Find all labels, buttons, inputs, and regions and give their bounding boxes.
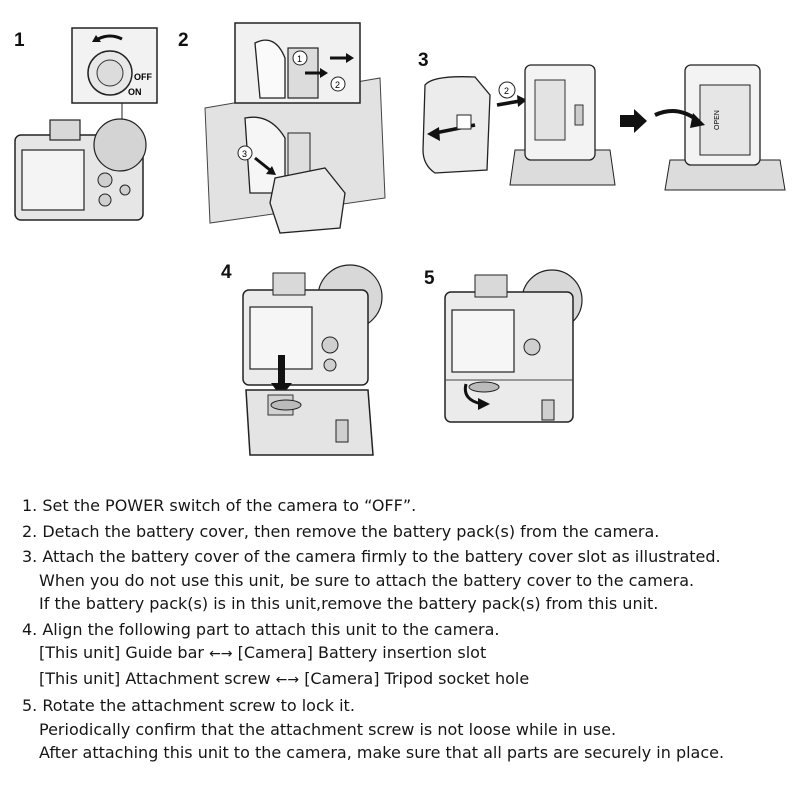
switch-off-label: OFF bbox=[134, 72, 152, 82]
step-5-number: 5 bbox=[424, 268, 435, 289]
switch-on-label: ON bbox=[128, 87, 142, 97]
instructions-list: 1. Set the POWER switch of the camera to… bbox=[22, 494, 794, 767]
step2-callout-1: 1 bbox=[297, 54, 302, 64]
pair-1-left: [This unit] Guide bar bbox=[39, 643, 204, 662]
pair-2-right: [Camera] Tripod socket hole bbox=[304, 668, 530, 688]
instruction-3-line-3: If the battery pack(s) is in this unit,r… bbox=[39, 594, 659, 613]
step-2-illustration: 1 2 3 bbox=[200, 18, 390, 238]
instruction-3-line-2: When you do not use this unit, be sure t… bbox=[39, 570, 695, 590]
pair-2-left: [This unit] Attachment screw bbox=[39, 668, 271, 688]
alignment-pair-1: [This unit] Guide bar ←→ [Camera] Batter… bbox=[22, 641, 794, 667]
instruction-5-line-3: After attaching this unit to the camera,… bbox=[39, 743, 725, 762]
pair-1-arrow: ←→ bbox=[209, 646, 233, 662]
instruction-4-line-1: 4. Align the following part to attach th… bbox=[22, 619, 500, 639]
step2-callout-3: 3 bbox=[242, 149, 247, 159]
step-3-number: 3 bbox=[418, 50, 429, 71]
step-5-illustration bbox=[440, 262, 590, 432]
instruction-5-line-2: Periodically confirm that the attachment… bbox=[39, 719, 617, 739]
instruction-2: 2. Detach the battery cover, then remove… bbox=[22, 520, 794, 544]
instruction-1-line-1: 1. Set the POWER switch of the camera to… bbox=[22, 496, 417, 515]
step3-cover-text: OPEN bbox=[714, 110, 721, 130]
instruction-4: 4. Align the following part to attach th… bbox=[22, 618, 794, 693]
step-4-number: 4 bbox=[221, 262, 232, 283]
step3-callout-2: 2 bbox=[504, 86, 509, 96]
step-2-number: 2 bbox=[178, 30, 189, 51]
step2-callout-2: 2 bbox=[335, 80, 340, 90]
step-4-illustration bbox=[238, 255, 388, 460]
pair-1-right: [Camera] Battery insertion slot bbox=[237, 643, 487, 662]
instruction-5: 5. Rotate the attachment screw to lock i… bbox=[22, 694, 794, 765]
step-1-illustration: OFF ON bbox=[10, 25, 170, 235]
instruction-1: 1. Set the POWER switch of the camera to… bbox=[22, 494, 794, 518]
step-1-number: 1 bbox=[14, 30, 25, 51]
instruction-3: 3. Attach the battery cover of the camer… bbox=[22, 545, 794, 616]
step-3-illustration: 2 OPEN bbox=[415, 55, 790, 200]
instruction-2-line-1: 2. Detach the battery cover, then remove… bbox=[22, 521, 660, 541]
instruction-5-line-1: 5. Rotate the attachment screw to lock i… bbox=[22, 696, 355, 715]
alignment-pair-2: [This unit] Attachment screw ←→ [Camera]… bbox=[22, 667, 794, 693]
pair-2-arrow: ←→ bbox=[275, 671, 300, 688]
instruction-3-line-1: 3. Attach the battery cover of the camer… bbox=[22, 547, 721, 566]
